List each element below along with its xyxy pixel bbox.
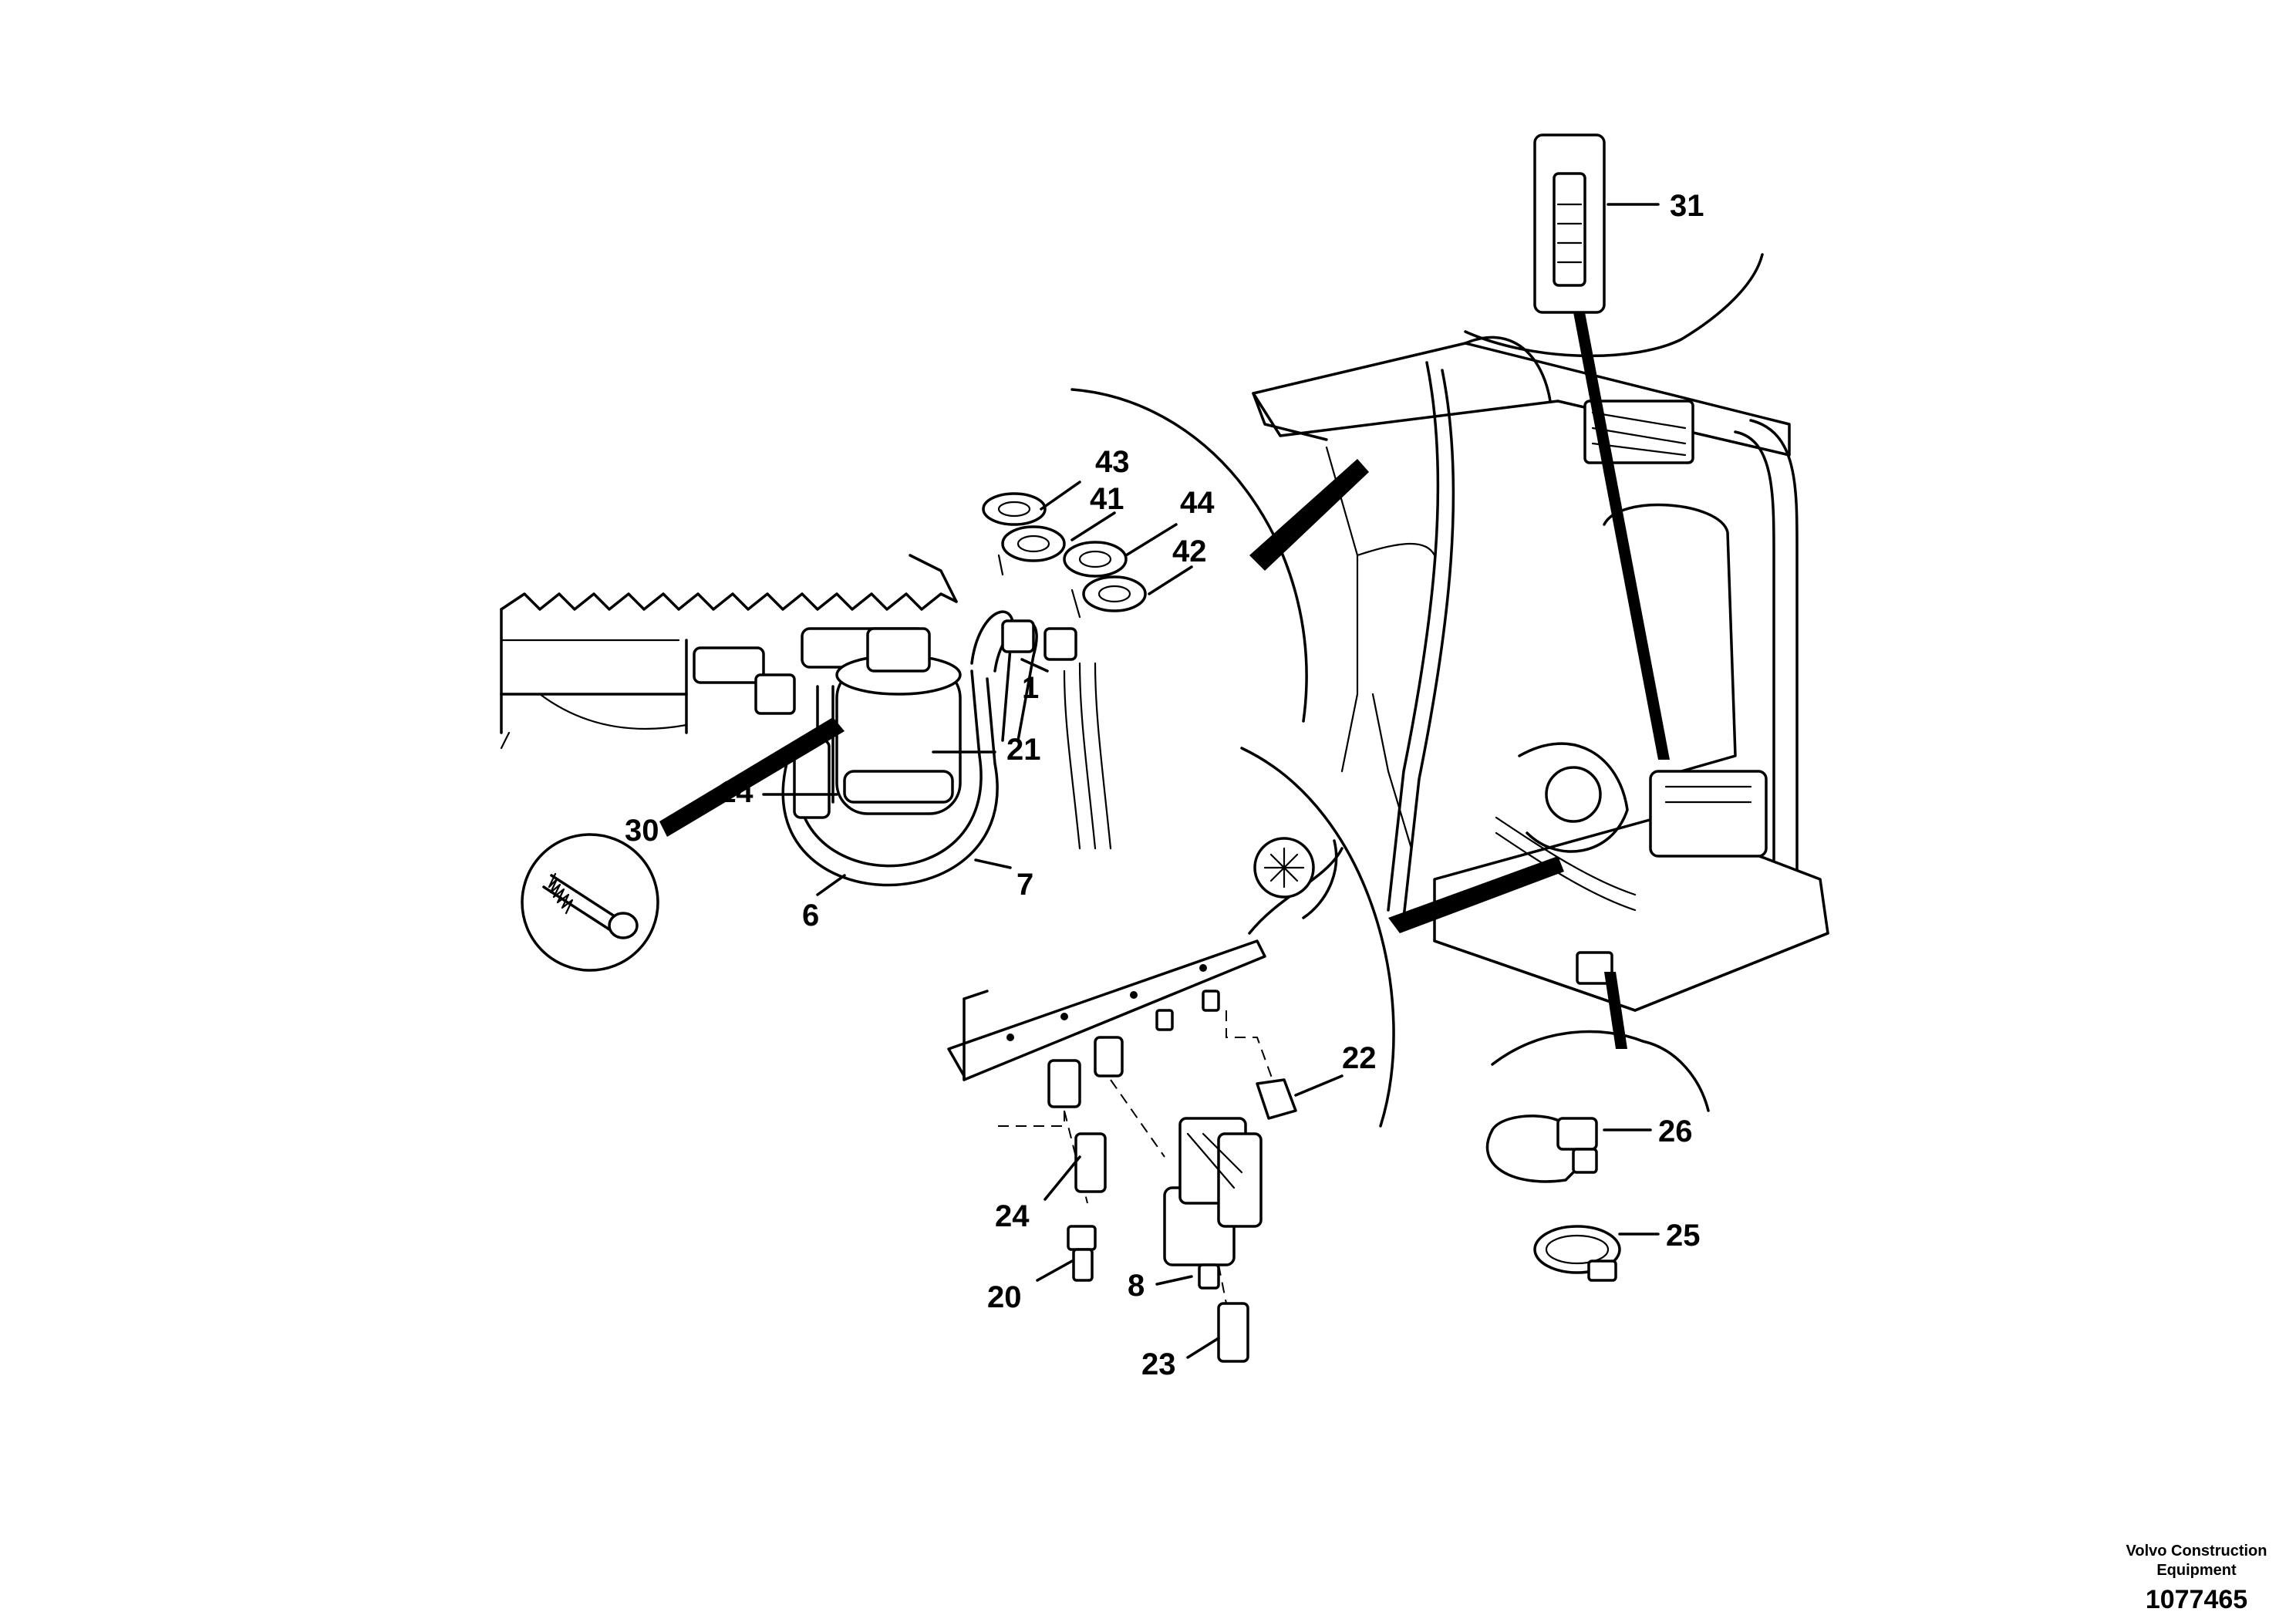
callout-labels: 43 41 44 42 1 21 14 30 6 7 31 22 24 20 8… — [625, 189, 1704, 1381]
callout-1: 1 — [1022, 671, 1039, 705]
callout-24: 24 — [995, 1199, 1030, 1233]
callout-41: 41 — [1090, 482, 1124, 516]
o-rings — [982, 492, 1147, 619]
document-number: 1077465 — [2146, 1585, 2247, 1614]
brand-line-2: Equipment — [2156, 1562, 2237, 1579]
callout-44: 44 — [1180, 486, 1215, 520]
clamps — [1485, 1114, 1621, 1282]
callout-43: 43 — [1095, 445, 1130, 479]
callout-31: 31 — [1670, 189, 1704, 223]
callout-21: 21 — [1006, 733, 1041, 767]
callout-25: 25 — [1666, 1219, 1701, 1253]
bolt-detail — [521, 717, 845, 972]
brand-line-1: Volvo Construction — [2126, 1543, 2267, 1560]
leader-lines — [762, 203, 1660, 1359]
callout-14: 14 — [719, 775, 754, 809]
callout-20: 20 — [987, 1280, 1022, 1314]
callout-42: 42 — [1172, 534, 1207, 568]
callout-26: 26 — [1658, 1114, 1693, 1148]
footer-brand: Volvo Construction Equipment 1077465 — [2126, 1543, 2267, 1614]
callout-23: 23 — [1141, 1347, 1176, 1381]
callout-30: 30 — [625, 814, 659, 848]
receiver-drier — [835, 627, 962, 815]
callout-22: 22 — [1342, 1041, 1377, 1075]
detail-arcs — [1070, 388, 1710, 1128]
ac-hoses — [781, 610, 1112, 887]
switch-panel-detail — [1464, 133, 1764, 760]
valve-assembly — [947, 837, 1344, 1363]
callout-6: 6 — [802, 899, 819, 932]
cab-structure — [1252, 336, 1829, 1012]
callout-8: 8 — [1128, 1269, 1145, 1303]
callout-7: 7 — [1017, 868, 1033, 902]
